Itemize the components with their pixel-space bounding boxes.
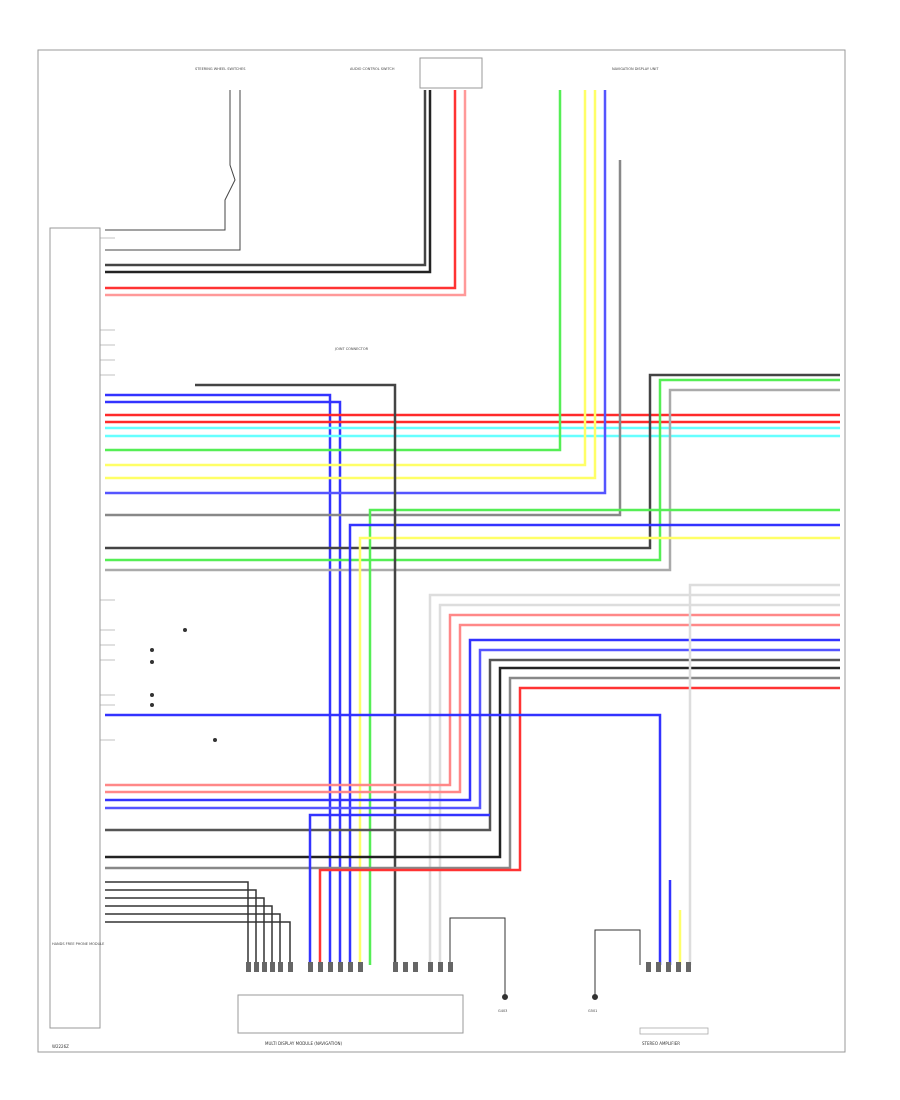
wire — [105, 648, 840, 810]
wire — [105, 373, 840, 550]
wire-set-upper — [105, 90, 467, 297]
pin — [262, 962, 267, 972]
wire — [105, 623, 840, 794]
wire — [195, 383, 397, 965]
wire — [358, 536, 840, 965]
wire-set-bottom-stubs — [105, 881, 291, 965]
left-module-label: HANDS FREE PHONE MODULE — [52, 942, 104, 946]
pin — [676, 962, 681, 972]
pin — [318, 962, 323, 972]
ground-a-label: G403 — [498, 1009, 507, 1013]
wire — [105, 638, 840, 802]
pin — [288, 962, 293, 972]
wire — [105, 889, 257, 965]
pin — [246, 962, 251, 972]
wire — [105, 160, 622, 517]
terminal-dot — [213, 738, 217, 742]
wire — [105, 90, 607, 495]
ground-symbol — [502, 994, 508, 1000]
pin — [403, 962, 408, 972]
terminal-dot — [150, 703, 154, 707]
pin — [438, 962, 443, 972]
pin — [278, 962, 283, 972]
pin — [428, 962, 433, 972]
wire — [105, 388, 840, 572]
pin — [270, 962, 275, 972]
connector-top-center-label: AUDIO CONTROL SWITCH — [350, 67, 395, 71]
wire — [105, 90, 562, 452]
wire — [105, 90, 457, 290]
module-center-label: MULTI DISPLAY MODULE (NAVIGATION) — [265, 1041, 342, 1046]
wire-set-lower-right — [105, 583, 840, 965]
wire — [105, 90, 587, 467]
top-connector-box — [419, 57, 483, 89]
pin — [348, 962, 353, 972]
wire — [688, 583, 840, 965]
wire — [105, 613, 840, 787]
wire-set-right — [195, 383, 840, 965]
wire — [368, 508, 840, 965]
connector-top-right-label: NAVIGATION DISPLAY UNIT — [612, 67, 659, 71]
wire — [105, 905, 273, 965]
pin — [413, 962, 418, 972]
component-terminals — [150, 628, 217, 742]
wire — [308, 813, 490, 965]
left-pin-ticks — [100, 237, 115, 741]
wire — [105, 897, 265, 965]
bottom-right-box — [639, 1027, 709, 1035]
wire — [105, 658, 840, 832]
wire-set-middle — [105, 90, 840, 965]
grounds — [449, 917, 641, 1000]
pin — [448, 962, 453, 972]
wire — [105, 90, 427, 267]
pin — [393, 962, 398, 972]
wire — [428, 593, 840, 965]
terminal-dot — [150, 648, 154, 652]
pin — [686, 962, 691, 972]
ground-symbol — [592, 994, 598, 1000]
pin — [328, 962, 333, 972]
terminal-dot — [150, 660, 154, 664]
wire — [105, 881, 249, 965]
pin — [646, 962, 651, 972]
left-module-box — [49, 227, 101, 1029]
ground-wire — [449, 917, 506, 995]
wire — [105, 913, 281, 965]
terminal-dot — [150, 693, 154, 697]
wire — [105, 713, 662, 965]
bottom-pin-row — [246, 962, 691, 972]
wire — [318, 686, 840, 965]
connector-top-left-label: STEERING WHEEL SWITCHES — [195, 67, 246, 71]
wire — [105, 90, 432, 274]
ground-wire — [594, 929, 641, 995]
wire — [105, 666, 840, 859]
wire — [105, 676, 840, 870]
ground-b-label: G501 — [588, 1009, 597, 1013]
wire — [105, 90, 467, 297]
wire-set-bottom-right — [668, 880, 682, 965]
terminal-dot — [183, 628, 187, 632]
pin — [308, 962, 313, 972]
wire — [105, 921, 291, 965]
junction-label: JOINT CONNECTOR — [334, 347, 369, 351]
pin — [358, 962, 363, 972]
pin — [254, 962, 259, 972]
steering-switch-circuit — [105, 90, 241, 251]
pin — [666, 962, 671, 972]
module-left-label: W2226Z — [52, 1044, 69, 1049]
module-right-label: STEREO AMPLIFIER — [642, 1041, 680, 1046]
wire — [105, 400, 342, 965]
bottom-module-box — [237, 994, 464, 1034]
diagram-frame — [37, 49, 846, 1053]
wire — [438, 603, 840, 965]
wire — [348, 523, 840, 965]
wire — [105, 90, 236, 231]
pin — [656, 962, 661, 972]
pin — [338, 962, 343, 972]
wire — [105, 378, 840, 562]
wire — [105, 393, 332, 965]
wire — [105, 90, 241, 251]
wire — [105, 90, 597, 480]
